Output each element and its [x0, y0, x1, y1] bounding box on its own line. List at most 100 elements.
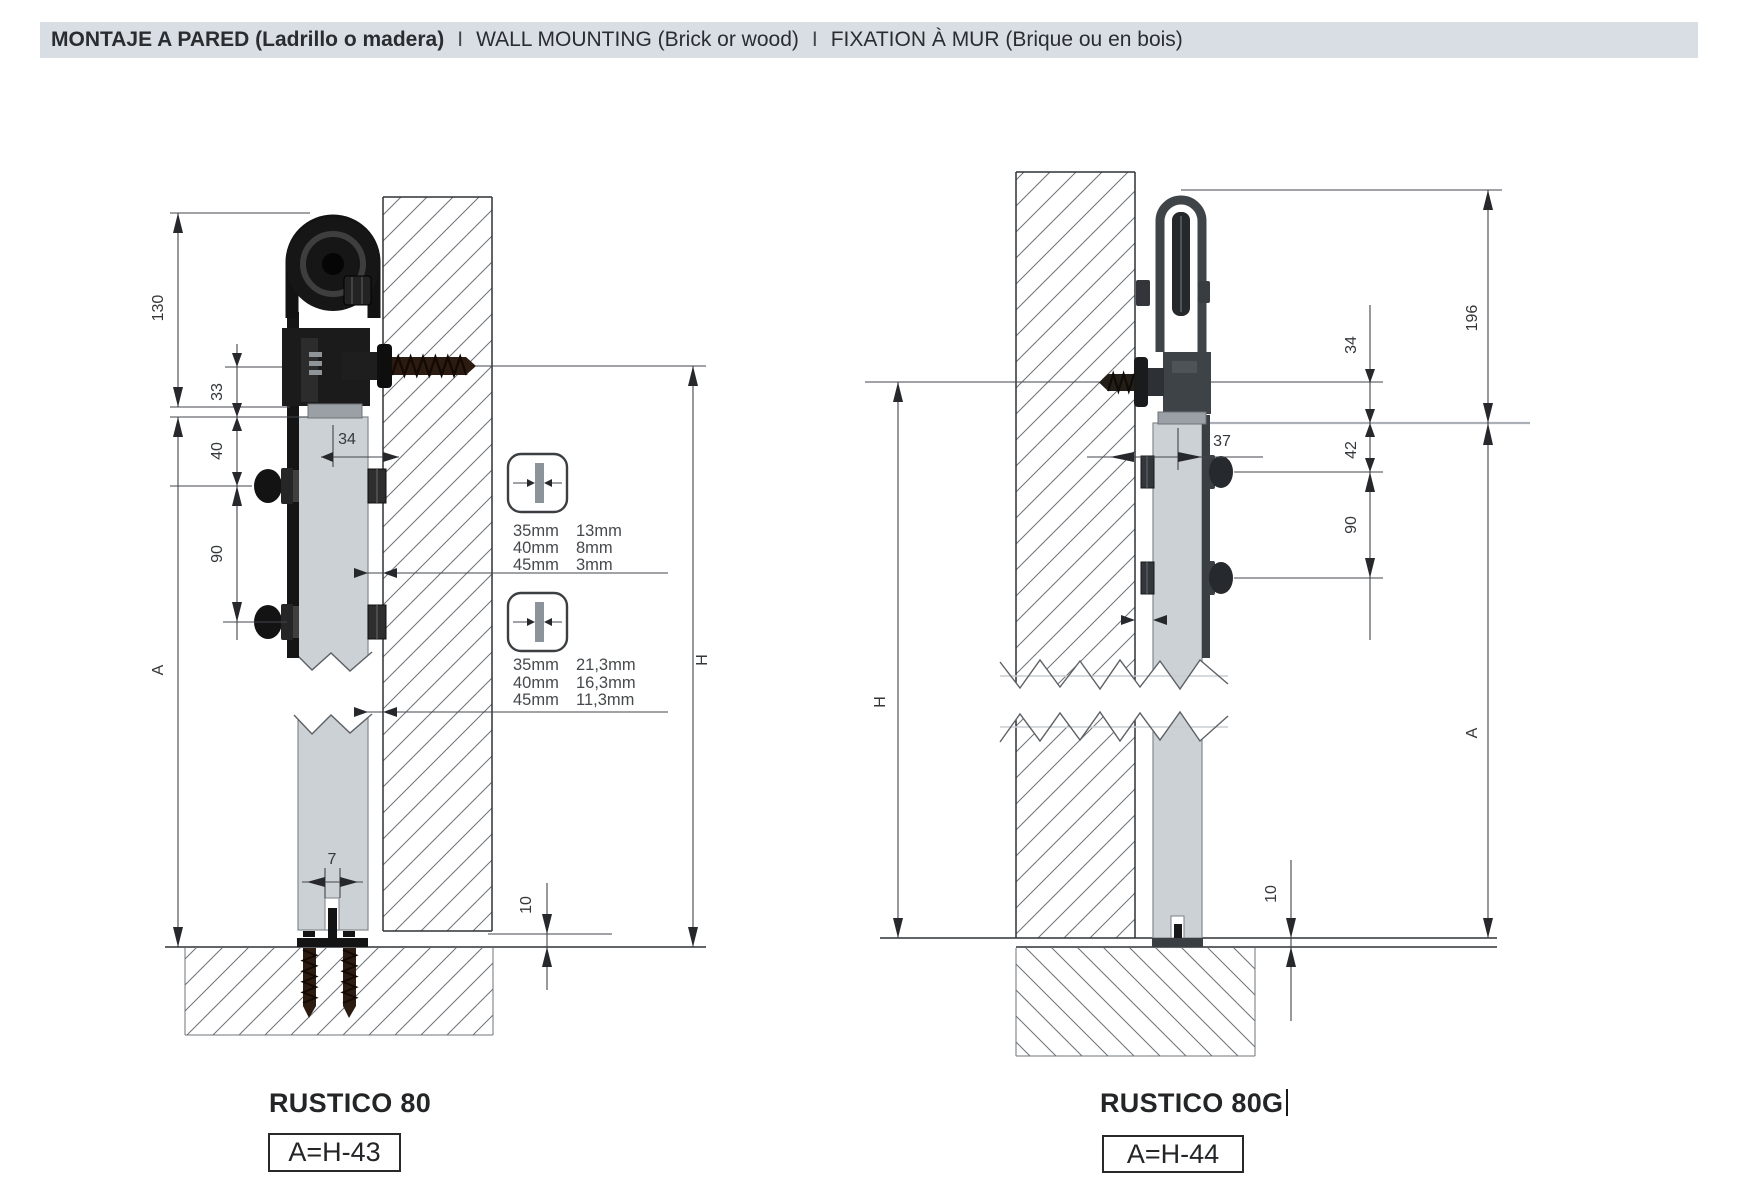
dim-33-40-90: 33 40 90	[170, 344, 287, 640]
mount-flange	[1134, 357, 1148, 407]
hanger-assembly	[282, 214, 476, 419]
axle-nut	[1198, 281, 1210, 303]
hanger-strap	[1202, 415, 1210, 658]
guide-screw-head	[343, 931, 355, 937]
roller-hub	[322, 253, 344, 275]
door-bolt-upper	[1140, 455, 1233, 489]
dim-37-label: 37	[1213, 433, 1231, 450]
gap-row1-value: 13mm	[576, 522, 622, 540]
front-row1-thickness: 35mm	[513, 656, 559, 674]
dim-10-label: 10	[1263, 885, 1280, 903]
floor-guide	[1152, 915, 1203, 947]
wall-section	[382, 196, 493, 932]
break-edge-top	[293, 651, 373, 672]
wall-door-break	[999, 658, 1229, 743]
floor-hatch	[1016, 948, 1255, 1056]
header-title-fr: FIXATION À MUR (Brique ou en bois)	[830, 28, 1183, 51]
acorn-nut	[254, 469, 282, 503]
floor-screw-left	[300, 948, 319, 1018]
door-break	[293, 651, 373, 736]
door-thickness-icon-bottom	[506, 591, 569, 653]
wall-section	[1015, 171, 1136, 938]
dim-H-right: H	[872, 381, 910, 938]
bolt-collar	[293, 606, 299, 638]
wall-outline	[382, 196, 493, 932]
guide-screw-head	[303, 931, 315, 937]
mount-spacer	[342, 352, 377, 380]
dim-A-label: A	[150, 664, 167, 675]
dim-7-label: 7	[328, 851, 337, 868]
guide-base-plate	[297, 938, 368, 947]
screw-hex-head	[1148, 368, 1164, 396]
gap-row3-value: 3mm	[576, 556, 613, 574]
formula-box-right: A=H-44	[1102, 1135, 1244, 1173]
product-name-right: RUSTICO 80G	[1100, 1088, 1284, 1118]
product-title-left: RUSTICO 80	[269, 1088, 431, 1119]
formula-box-left: A=H-43	[268, 1133, 401, 1172]
front-row3-value: 11,3mm	[576, 691, 634, 709]
bolt-collar	[293, 470, 299, 502]
formula-left: A=H-43	[288, 1137, 381, 1167]
dim-42-label: 42	[1343, 441, 1360, 459]
break-edge-bottom	[293, 713, 373, 736]
floor-hatch-border	[1015, 948, 1256, 1057]
guide-stem	[328, 908, 337, 938]
right-diagram: 34 42 90 196 A H	[865, 171, 1530, 1057]
floor-hatch-border	[184, 948, 494, 1036]
dim-90-label: 90	[209, 545, 226, 563]
dim-A-label: A	[1464, 727, 1481, 738]
acorn-nut	[1209, 562, 1233, 594]
header-separator: I	[457, 28, 464, 51]
floor-section	[880, 937, 1497, 1057]
axle-nut	[343, 275, 372, 306]
front-row2-value: 16,3mm	[576, 674, 636, 692]
door-bolt-lower	[1140, 561, 1233, 595]
roller-groove	[300, 231, 366, 297]
front-row2-thickness: 40mm	[513, 674, 559, 692]
floor-hatch	[185, 948, 493, 1035]
floor-screw-right	[340, 948, 359, 1018]
gap-row3-thickness: 45mm	[513, 556, 559, 574]
guide-base-plate	[1152, 938, 1203, 947]
header-title-es: MONTAJE A PARED (Ladrillo o madera)	[51, 28, 445, 51]
dim-196-label: 196	[1464, 305, 1481, 332]
wall-outline	[1015, 171, 1136, 938]
door-bolt-upper	[254, 468, 387, 504]
dim-10-right: 10	[1263, 860, 1296, 1021]
dim-130: 130	[150, 212, 310, 408]
header-separator: I	[811, 28, 818, 51]
header-title-en: WALL MOUNTING (Brick or wood)	[476, 28, 799, 51]
product-title-right: RUSTICO 80G	[1100, 1088, 1289, 1119]
hanger-hoop	[1155, 195, 1207, 352]
break-gap	[1000, 660, 1228, 742]
hanger-assembly	[1099, 195, 1211, 425]
dim-10-label: 10	[518, 896, 535, 914]
wall-lag-screw	[390, 353, 476, 379]
formula-right: A=H-44	[1126, 1138, 1220, 1169]
floor-guide	[297, 897, 368, 1018]
guide-stem	[1174, 924, 1182, 938]
dim-34: 34	[321, 425, 399, 467]
door-gap-table: 35mm 13mm 40mm 8mm 45mm 3mm	[513, 522, 622, 574]
dim-H-label: H	[872, 696, 889, 708]
door-section-bar	[535, 602, 544, 642]
door-front-table: 35mm 21,3mm 40mm 16,3mm 45mm 11,3mm	[513, 656, 636, 709]
gap-row1-thickness: 35mm	[513, 522, 559, 540]
wall-hatch	[1016, 172, 1135, 938]
dim-A-left: A	[150, 416, 308, 947]
adjustment-marks	[309, 352, 322, 375]
gap-reference-upper	[354, 568, 668, 578]
break-gap	[294, 652, 372, 734]
dim-10-left: 10	[488, 883, 612, 990]
axle-nut-facets	[351, 277, 363, 304]
door-clamp	[1157, 411, 1207, 425]
dim-130-label: 130	[150, 295, 167, 322]
front-row1-value: 21,3mm	[576, 656, 636, 674]
wall-gap-arrows	[1121, 615, 1167, 625]
dim-37: 37	[1087, 428, 1263, 470]
dim-H-label: H	[694, 654, 711, 666]
gap-reference-lower	[354, 707, 668, 717]
bracket-detail	[1172, 361, 1197, 373]
axle-bolt-head	[1136, 280, 1150, 306]
